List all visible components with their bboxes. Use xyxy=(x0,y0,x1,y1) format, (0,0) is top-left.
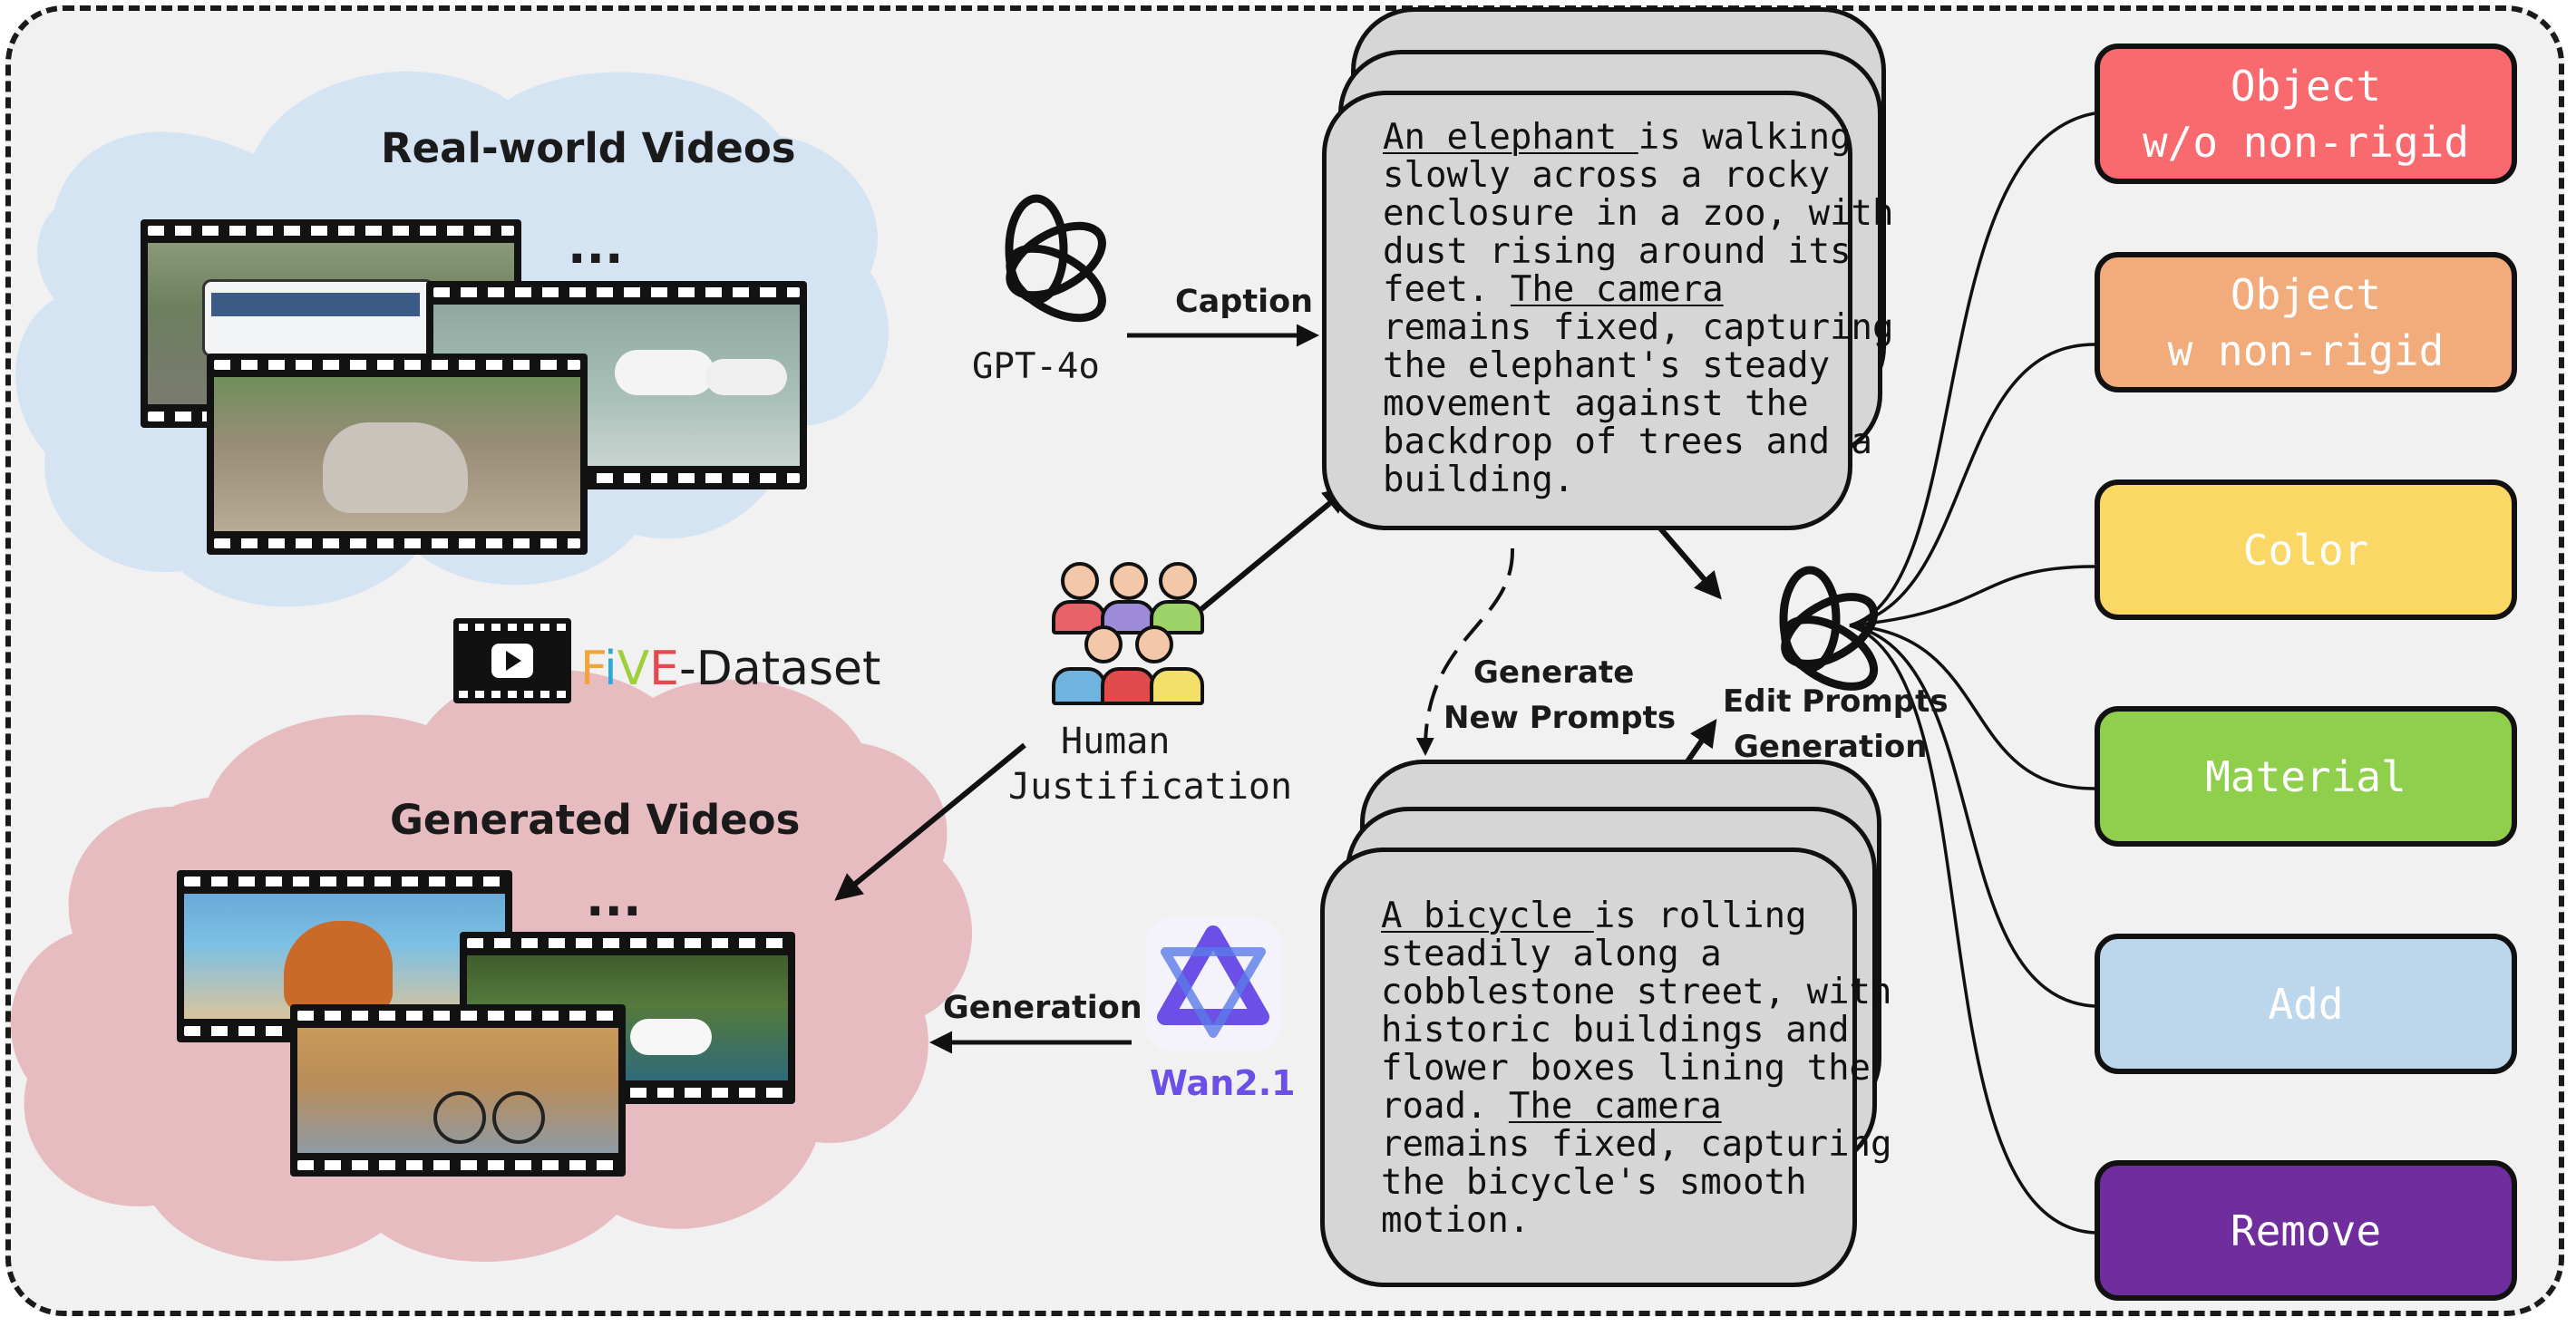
caption-line: motion. xyxy=(1381,1200,1531,1241)
caption-line: cobblestone street, with xyxy=(1381,972,1892,1012)
caption-line: remains fixed, capturing xyxy=(1381,1124,1892,1165)
caption-line: A bicycle is rolling xyxy=(1381,896,1807,936)
human-label-2: Justification xyxy=(1008,766,1293,808)
caption-line: dust rising around its xyxy=(1383,231,1852,272)
dataset-name-suffix: -Dataset xyxy=(679,642,881,696)
dataset-name-colored: iVE xyxy=(604,642,679,696)
film-strip-dog xyxy=(177,870,512,1042)
generated-videos-title: Generated Videos xyxy=(390,796,801,844)
human-to-caption-arrow xyxy=(1200,486,1351,612)
category-box-add: Add xyxy=(2095,934,2517,1074)
caption-line: An elephant is walking xyxy=(1383,117,1852,158)
dataset-name-letter: i xyxy=(604,642,617,696)
wan-label: Wan2.1 xyxy=(1150,1063,1296,1103)
caption-line: backdrop of trees and a xyxy=(1383,421,1873,462)
dataset-name-letter: E xyxy=(649,642,680,696)
wan-logo-icon xyxy=(1145,917,1281,1051)
caption-line: enclosure in a zoo, with xyxy=(1383,193,1894,234)
caption-line: remains fixed, capturing xyxy=(1383,307,1894,348)
generation-arrow-label: Generation xyxy=(943,990,1142,1026)
human-label-1: Human xyxy=(1061,721,1171,762)
category-box-object-w-non-rigid: Object w non-rigid xyxy=(2095,252,2517,392)
category-box-material: Material xyxy=(2095,706,2517,847)
generated-videos-ellipsis: ... xyxy=(586,870,642,927)
caption-line: slowly across a rocky xyxy=(1383,155,1831,196)
branch-lines xyxy=(1849,111,2095,1235)
film-strip-elephant xyxy=(207,354,588,555)
real-videos-ellipsis: ... xyxy=(568,218,624,275)
dataset-name-letter: V xyxy=(617,642,650,696)
caption-line: road. The camera xyxy=(1381,1086,1722,1127)
dataset-name-letter-f: F xyxy=(580,642,605,696)
dataset-video-icon xyxy=(453,618,571,703)
caption-line: steadily along a xyxy=(1381,934,1722,974)
edit-prompts-gpt-icon xyxy=(1779,566,1879,691)
generate-new-prompts-arrow xyxy=(1415,547,1515,756)
caption-line: historic buildings and xyxy=(1381,1010,1850,1051)
film-strip-bicycle xyxy=(290,1004,626,1177)
caption-line: building. xyxy=(1383,460,1575,500)
real-videos-title: Real-world Videos xyxy=(381,124,796,172)
category-box-color: Color xyxy=(2095,479,2517,620)
human-group-icon xyxy=(1052,562,1204,707)
edit-prompts-label-1: Edit Prompts xyxy=(1723,683,1949,720)
human-to-generated-arrow xyxy=(834,742,1026,901)
caption-line: the elephant's steady xyxy=(1383,345,1831,386)
generate-new-prompts-label-2: New Prompts xyxy=(1444,700,1677,736)
caption-line: the bicycle's smooth xyxy=(1381,1162,1807,1203)
caption-arrow-label: Caption xyxy=(1175,284,1314,320)
caption-line: flower boxes lining the xyxy=(1381,1048,1871,1089)
generate-new-prompts-label-1: Generate xyxy=(1473,654,1635,691)
gpt-logo-icon xyxy=(1005,194,1106,323)
edit-prompts-label-2: Generation xyxy=(1734,729,1928,765)
category-box-remove: Remove xyxy=(2095,1160,2517,1301)
category-box-object-w-o-non-rigid: Object w/o non-rigid xyxy=(2095,44,2517,184)
dataset-name: FiVE-Dataset xyxy=(580,642,880,696)
caption-line: movement against the xyxy=(1383,383,1809,424)
gpt-label: GPT-4o xyxy=(972,346,1100,387)
caption-line: feet. The camera xyxy=(1383,269,1724,310)
